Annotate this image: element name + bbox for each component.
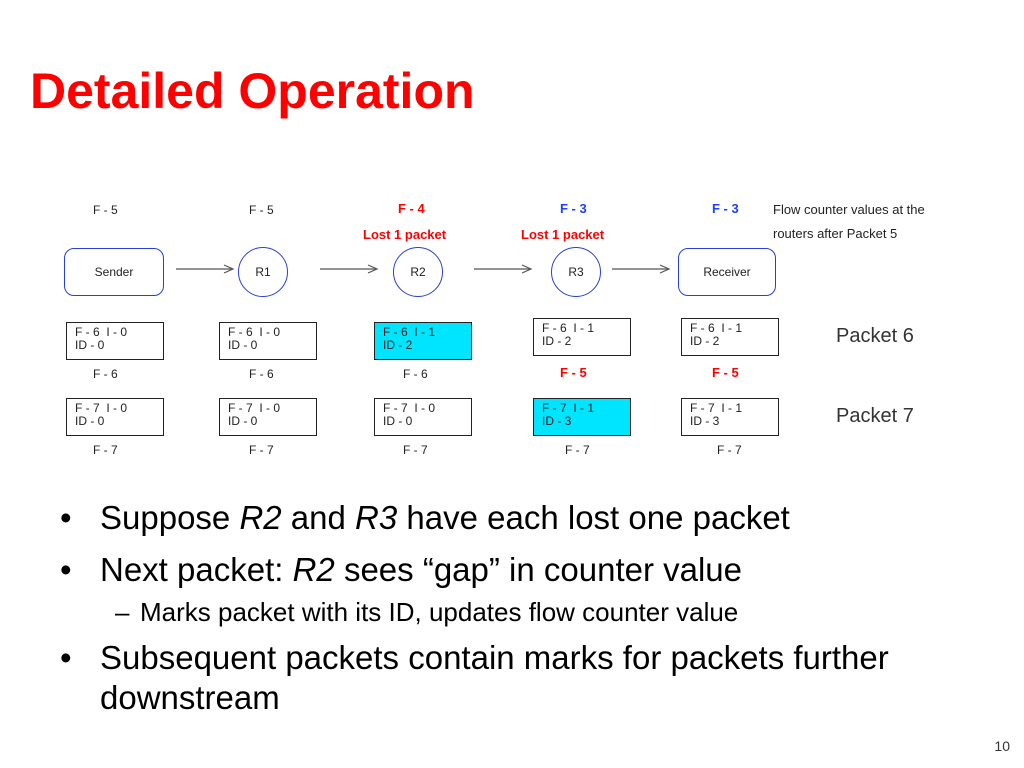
note-line-2: routers after Packet 5 [773, 226, 898, 241]
packet-id-line: ID - 0 [228, 338, 258, 352]
bullet-text: have each lost one packet [397, 499, 790, 536]
p6-below-r3: F - 5 [560, 365, 587, 380]
packet-field-line: F - 7 I - 0 [228, 401, 281, 415]
packet-id-line: ID - 0 [75, 414, 105, 428]
top-label-sender: F - 5 [93, 203, 118, 217]
packet-field-line: F - 7 I - 1 [690, 401, 743, 415]
p7-below-receiver: F - 7 [717, 443, 742, 457]
arrow-r3-receiver [612, 264, 671, 274]
packet-id-line: ID - 0 [75, 338, 105, 352]
packet-id-line: ID - 0 [383, 414, 413, 428]
slide-title: Detailed Operation [30, 63, 475, 119]
sender-label: Sender [94, 265, 134, 279]
receiver-label: Receiver [703, 265, 751, 279]
top-label-receiver: F - 3 [712, 201, 739, 216]
p6-below-receiver: F - 5 [712, 365, 739, 380]
p6-below-sender: F - 6 [93, 367, 118, 381]
p7-below-r1: F - 7 [249, 443, 274, 457]
bullet-text: Suppose [100, 499, 240, 536]
top-label-r1: F - 5 [249, 203, 274, 217]
packet7-at-r2: F - 7 I - 0 ID - 0 [374, 398, 472, 436]
flow-counter-note: Flow counter values at the routers after… [773, 198, 1013, 246]
p7-below-sender: F - 7 [93, 443, 118, 457]
packet6-at-r2-marked: F - 6 I - 1 ID - 2 [374, 322, 472, 360]
sender-node: Sender [64, 248, 164, 296]
packet7-at-r3-marked: F - 7 I - 1 ID - 3 [533, 398, 631, 436]
bullet-text: sees “gap” in counter value [334, 551, 743, 588]
bullet-subsequent: • Subsequent packets contain marks for pa… [60, 638, 1000, 718]
router-r1-node: R1 [238, 247, 288, 297]
packet6-at-r1: F - 6 I - 0 ID - 0 [219, 322, 317, 360]
packet7-at-r1: F - 7 I - 0 ID - 0 [219, 398, 317, 436]
bullet-italic-r2: R2 [292, 551, 335, 588]
packet7-at-sender: F - 7 I - 0 ID - 0 [66, 398, 164, 436]
packet-id-line: ID - 2 [383, 338, 413, 352]
bullet-italic-r3: R3 [355, 499, 398, 536]
router-r2-node: R2 [393, 247, 443, 297]
r2-label: R2 [410, 265, 426, 279]
packet-field-line: F - 6 I - 0 [228, 325, 281, 339]
packet6-at-sender: F - 6 I - 0 ID - 0 [66, 322, 164, 360]
note-line-1: Flow counter values at the [773, 202, 925, 217]
packet7-at-receiver: F - 7 I - 1 ID - 3 [681, 398, 779, 436]
bullet-text: Next packet: [100, 551, 293, 588]
packet-id-line: ID - 0 [228, 414, 258, 428]
top-label-r2: F - 4 [398, 201, 425, 216]
bullet-list: • Suppose R2 and R3 have each lost one pa… [60, 498, 1000, 730]
packet-field-line: F - 6 I - 1 [542, 321, 595, 335]
bullet-marker: • [60, 551, 72, 588]
receiver-node: Receiver [678, 248, 776, 296]
arrow-sender-r1 [176, 264, 235, 274]
page-number: 10 [994, 738, 1010, 754]
bullet-marker: • [60, 639, 72, 676]
bullet-text: and [281, 499, 356, 536]
lost-label-r2: Lost 1 packet [363, 227, 447, 242]
packet-field-line: F - 6 I - 0 [75, 325, 128, 339]
bullet-text: Subsequent packets contain marks for pac… [100, 639, 889, 716]
packet-id-line: ID - 3 [542, 414, 572, 428]
router-r3-node: R3 [551, 247, 601, 297]
packet-id-line: ID - 2 [542, 334, 572, 348]
packet6-at-r3: F - 6 I - 1 ID - 2 [533, 318, 631, 356]
r1-label: R1 [255, 265, 271, 279]
p6-below-r2: F - 6 [403, 367, 428, 381]
bullet-marker: • [60, 499, 72, 536]
bullet-italic-r2: R2 [239, 499, 282, 536]
r3-label: R3 [568, 265, 584, 279]
sub-bullet-marks: –Marks packet with its ID, updates flow … [60, 596, 1000, 628]
packet7-label: Packet 7 [836, 405, 914, 427]
packet-field-line: F - 7 I - 0 [383, 401, 436, 415]
packet-field-line: F - 7 I - 0 [75, 401, 128, 415]
bullet-suppose: • Suppose R2 and R3 have each lost one pa… [60, 498, 1000, 538]
p7-below-r3: F - 7 [565, 443, 590, 457]
packet6-label: Packet 6 [836, 325, 914, 347]
sub-bullet-marker: – [115, 597, 130, 627]
sub-bullet-text: Marks packet with its ID, updates flow c… [140, 597, 739, 627]
bullet-next-packet: • Next packet: R2 sees “gap” in counter v… [60, 550, 1000, 590]
packet-field-line: F - 7 I - 1 [542, 401, 595, 415]
packet-id-line: ID - 2 [690, 334, 720, 348]
packet-field-line: F - 6 I - 1 [690, 321, 743, 335]
packet-field-line: F - 6 I - 1 [383, 325, 436, 339]
arrow-r2-r3 [474, 264, 533, 274]
p6-below-r1: F - 6 [249, 367, 274, 381]
p7-below-r2: F - 7 [403, 443, 428, 457]
lost-label-r3: Lost 1 packet [521, 227, 605, 242]
top-label-r3: F - 3 [560, 201, 587, 216]
packet6-at-receiver: F - 6 I - 1 ID - 2 [681, 318, 779, 356]
arrow-r1-r2 [320, 264, 379, 274]
packet-id-line: ID - 3 [690, 414, 720, 428]
